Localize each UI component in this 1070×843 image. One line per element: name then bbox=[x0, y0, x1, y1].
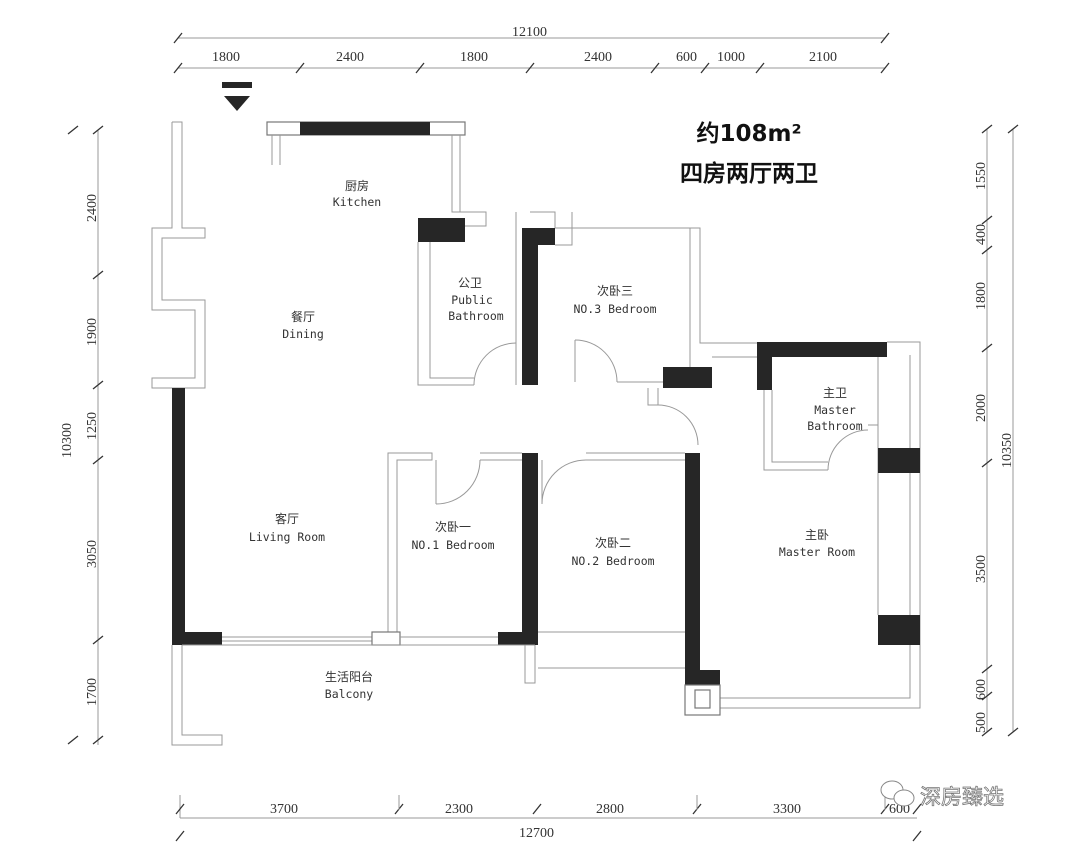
room-balcony: 生活阳台 Balcony bbox=[325, 669, 374, 701]
left-dimensions: 2400 1900 1250 3050 1700 10300 bbox=[60, 125, 104, 745]
room-label-cn: 主卧 bbox=[805, 528, 829, 542]
dim-left: 1700 bbox=[85, 678, 100, 706]
walls bbox=[151, 121, 921, 746]
dim-top: 2400 bbox=[584, 50, 612, 65]
dim-bottom-total: 12700 bbox=[519, 826, 554, 841]
room-label-en: Master bbox=[814, 403, 856, 417]
room-label-en: Master Room bbox=[779, 545, 855, 559]
dim-top: 600 bbox=[676, 50, 697, 65]
room-master: 主卧 Master Room bbox=[779, 528, 855, 559]
bottom-dimensions: 3700 2300 2800 3300 600 12700 bbox=[175, 795, 922, 842]
room-label-en: Public bbox=[451, 293, 493, 307]
room-bedroom-3: 次卧三 NO.3 Bedroom bbox=[573, 284, 656, 316]
dim-right: 3500 bbox=[974, 555, 989, 583]
top-dimensions: 12100 1800 2400 1800 2400 600 1000 2100 bbox=[173, 25, 890, 74]
room-label-en: Bathroom bbox=[448, 309, 503, 323]
room-living: 客厅 Living Room bbox=[249, 511, 325, 544]
dim-right: 500 bbox=[974, 712, 989, 733]
room-label-cn: 次卧二 bbox=[595, 536, 631, 550]
room-master-bathroom: 主卫 Master Bathroom bbox=[807, 386, 862, 433]
room-label-cn: 客厅 bbox=[275, 511, 299, 526]
dim-bottom: 3300 bbox=[773, 802, 801, 817]
dim-top: 1000 bbox=[717, 50, 745, 65]
room-label-cn: 生活阳台 bbox=[325, 669, 373, 684]
layout-title: 四房两厅两卫 bbox=[680, 160, 818, 187]
room-public-bathroom: 公卫 Public Bathroom bbox=[448, 276, 503, 323]
dim-left-total: 10300 bbox=[60, 423, 75, 458]
room-label-en: Kitchen bbox=[333, 195, 381, 209]
room-label-en: NO.2 Bedroom bbox=[571, 554, 654, 568]
dim-bottom: 3700 bbox=[270, 802, 298, 817]
dim-right: 600 bbox=[974, 679, 989, 700]
dim-left: 3050 bbox=[85, 540, 100, 568]
right-dimensions: 1550 400 1800 2000 3500 600 500 10350 bbox=[974, 124, 1019, 737]
dim-top: 1800 bbox=[460, 50, 488, 65]
room-label-en: Living Room bbox=[249, 530, 325, 544]
dim-right: 2000 bbox=[974, 394, 989, 422]
dim-right: 1550 bbox=[974, 162, 989, 190]
room-label-cn: 厨房 bbox=[345, 178, 369, 193]
dim-top-total: 12100 bbox=[512, 25, 547, 40]
wechat-icon bbox=[880, 780, 915, 807]
room-label-en: Balcony bbox=[325, 687, 374, 701]
dim-right: 1800 bbox=[974, 282, 989, 310]
dim-right: 400 bbox=[974, 224, 989, 245]
dim-left: 1250 bbox=[85, 412, 100, 440]
dim-bottom: 2800 bbox=[596, 802, 624, 817]
dim-top: 1800 bbox=[212, 50, 240, 65]
room-dining: 餐厅 Dining bbox=[282, 309, 324, 341]
dim-left: 1900 bbox=[85, 318, 100, 346]
room-label-cn: 公卫 bbox=[458, 276, 482, 290]
dim-bottom: 2300 bbox=[445, 802, 473, 817]
room-label-cn: 餐厅 bbox=[291, 309, 315, 324]
room-label-cn: 主卫 bbox=[823, 386, 847, 400]
dim-top: 2400 bbox=[336, 50, 364, 65]
room-label-en: NO.1 Bedroom bbox=[411, 538, 494, 552]
dim-right-total: 10350 bbox=[1000, 433, 1015, 468]
room-label-en: Bathroom bbox=[807, 419, 862, 433]
dim-top: 2100 bbox=[809, 50, 837, 65]
room-bedroom-2: 次卧二 NO.2 Bedroom bbox=[571, 536, 654, 568]
room-bedroom-1: 次卧一 NO.1 Bedroom bbox=[411, 520, 494, 552]
dim-left: 2400 bbox=[85, 194, 100, 222]
room-label-en: NO.3 Bedroom bbox=[573, 302, 656, 316]
room-kitchen: 厨房 Kitchen bbox=[333, 178, 381, 209]
area-title: 约108m² bbox=[696, 120, 801, 147]
room-label-en: Dining bbox=[282, 327, 324, 341]
watermark-text: 深房臻选 bbox=[920, 785, 1004, 809]
entrance-marker-icon bbox=[222, 82, 252, 111]
room-label-cn: 次卧一 bbox=[435, 520, 471, 534]
room-label-cn: 次卧三 bbox=[597, 284, 633, 298]
watermark: 深房臻选 bbox=[880, 780, 1004, 809]
